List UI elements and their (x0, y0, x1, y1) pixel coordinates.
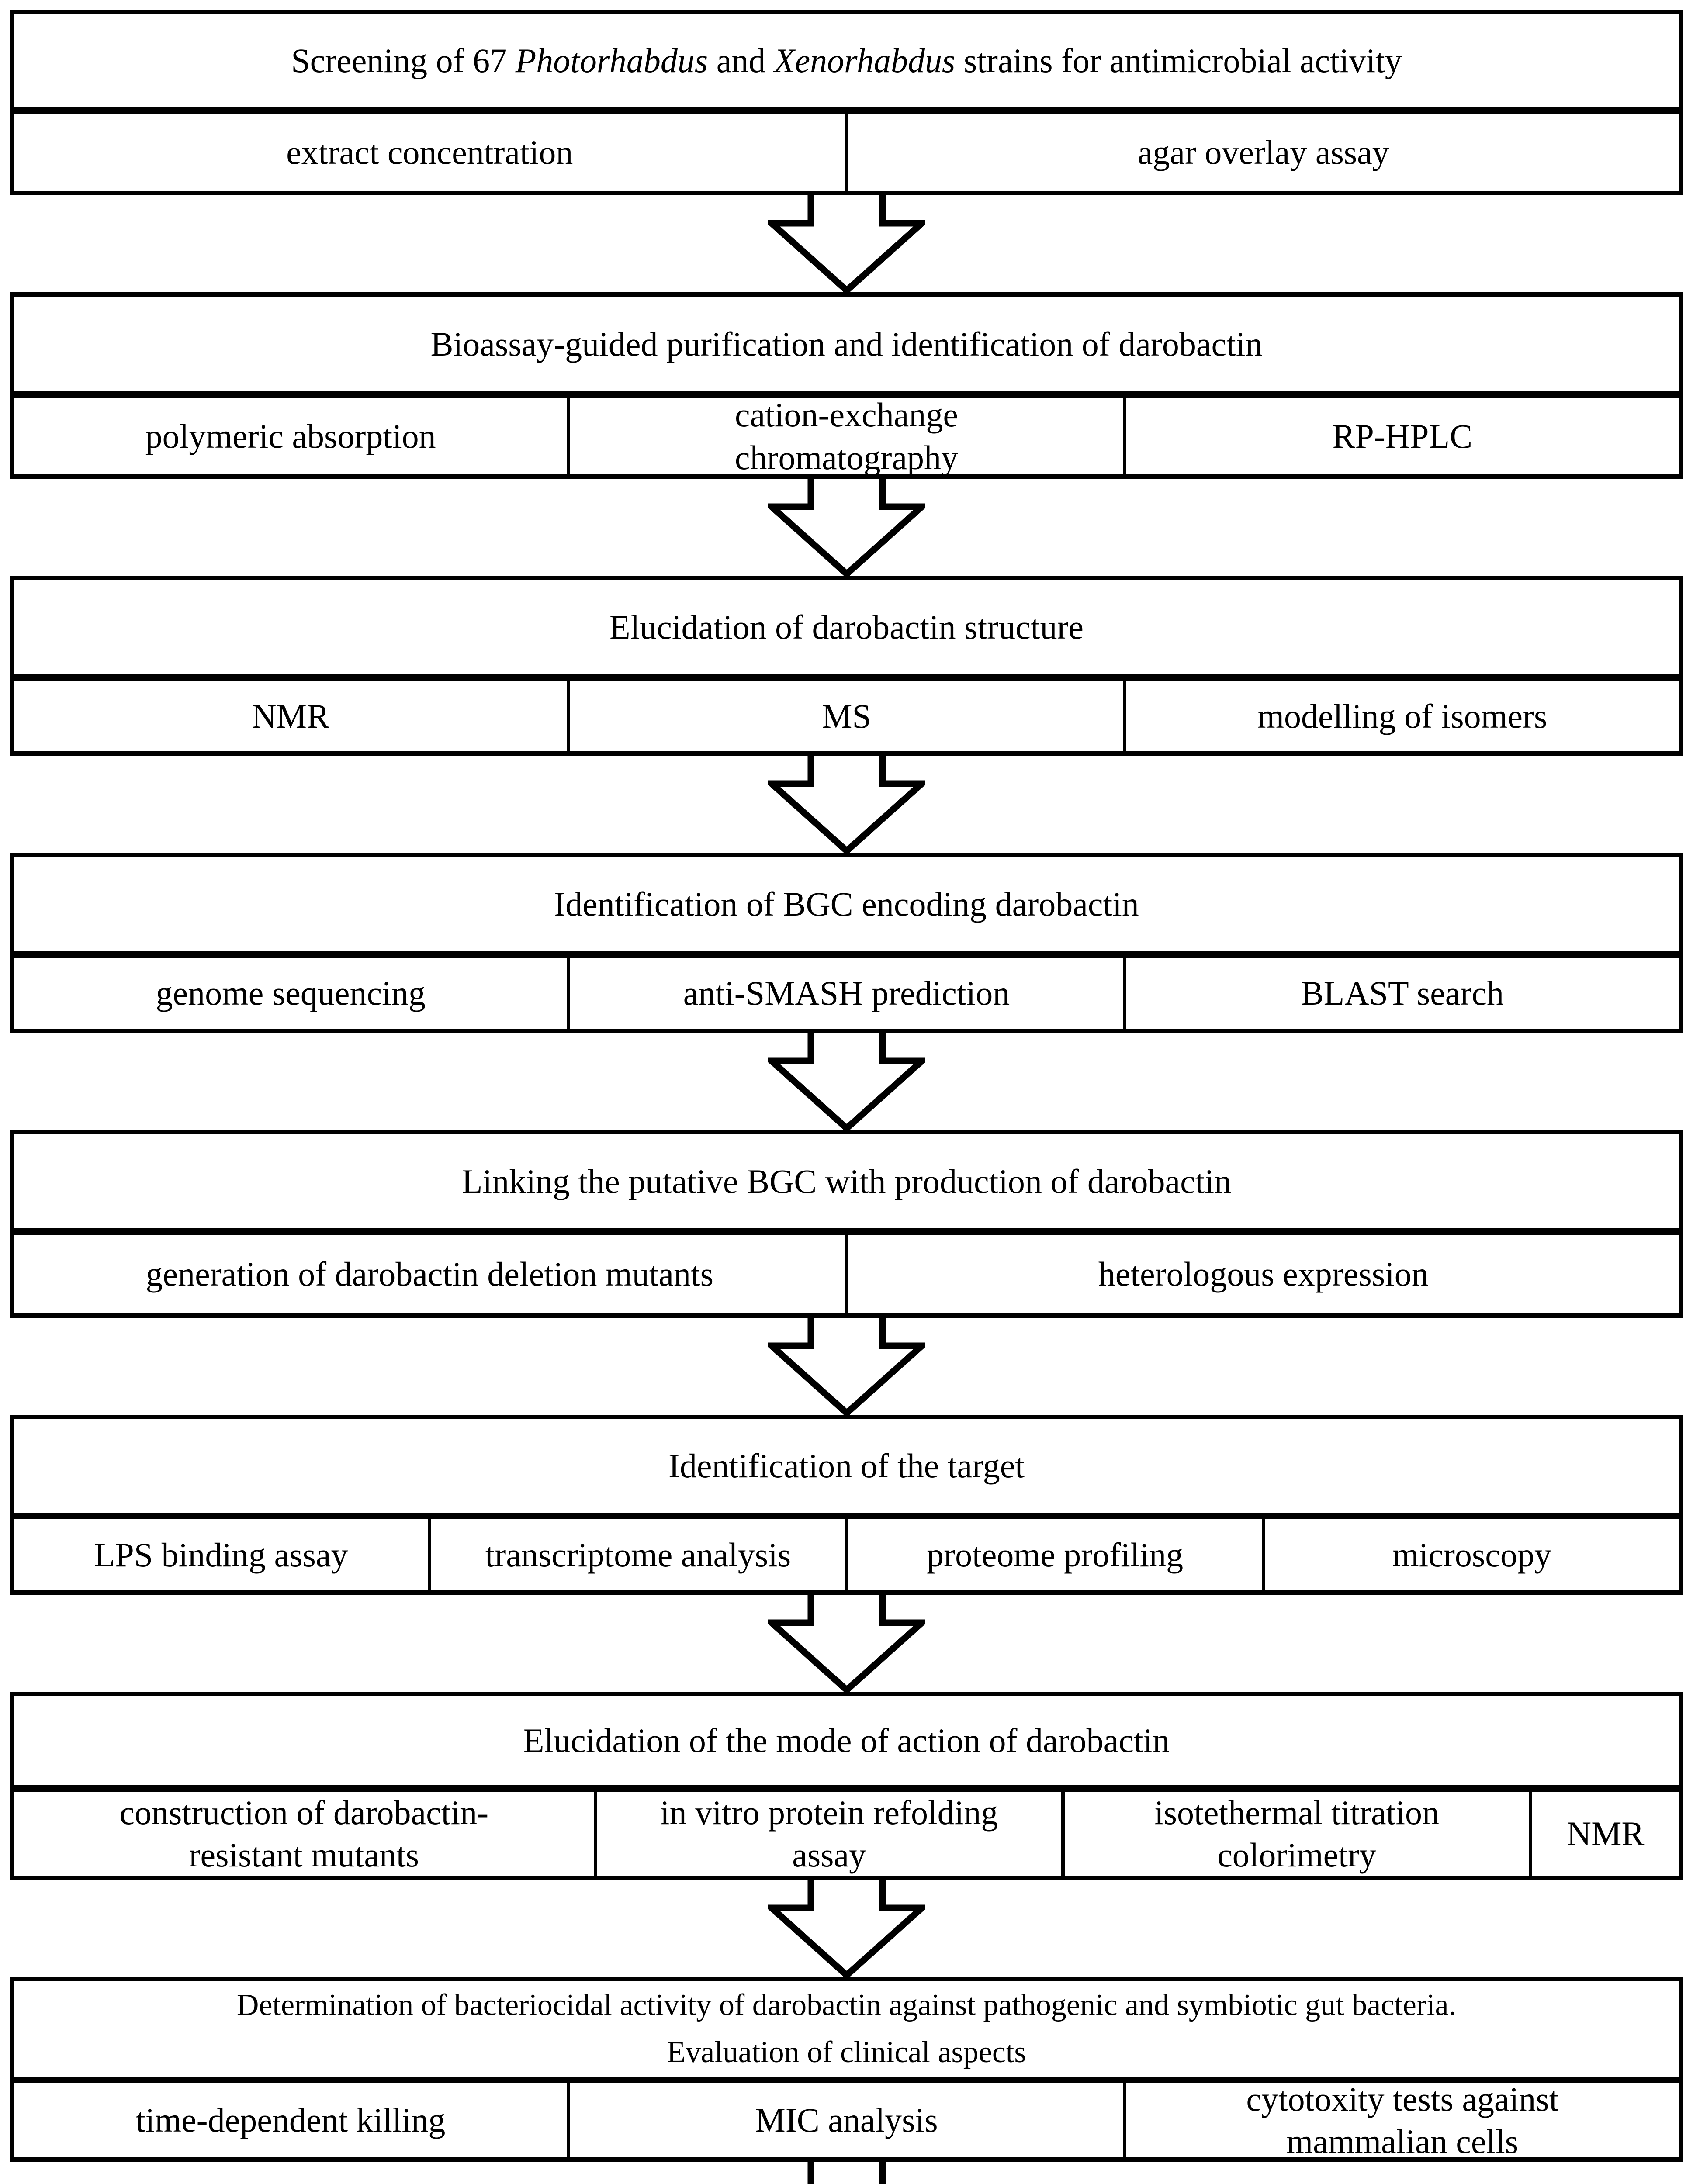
method-cell: genome sequencing (156, 974, 426, 1013)
block-arrow-down-icon (768, 1033, 925, 1132)
method-cell: polymeric absorption (145, 417, 436, 455)
flow-connector (10, 1595, 1683, 1693)
flow-connector (10, 1880, 1683, 1979)
stage-title-line2: Evaluation of clinical aspects (667, 2035, 1026, 2069)
stage-method-row: NMR MS modelling of isomers (14, 681, 1679, 751)
method-cell: agar overlay assay (845, 114, 1679, 191)
stage-title-text: Linking the putative BGC with production… (461, 1162, 1232, 1200)
stage-title: Elucidation of the mode of action of dar… (14, 1696, 1679, 1792)
method-cell: NMR (252, 697, 330, 735)
flow-connector (10, 479, 1683, 577)
method-cell: proteome profiling (845, 1519, 1262, 1590)
method-cell: cation-exchange chromatography (567, 396, 1122, 477)
flow-connector (10, 195, 1683, 294)
title-segment: and (708, 41, 774, 80)
method-cell: construction of darobactin- resistant mu… (119, 1793, 489, 1874)
stage-bgc-linking: Linking the putative BGC with production… (10, 1130, 1683, 1318)
method-cell: NMR (1529, 1792, 1679, 1876)
block-arrow-down-icon (807, 2162, 886, 2184)
method-cell: cytotoxity tests against mammalian cells (1122, 2080, 1679, 2160)
stage-target-identification: Identification of the target LPS binding… (10, 1415, 1683, 1595)
stage-purification: Bioassay-guided purification and identif… (10, 292, 1683, 479)
stage-method-row: genome sequencing anti-SMASH prediction … (14, 958, 1679, 1029)
method-cell: MS (567, 681, 1122, 751)
method-cell: time-dependent killing (136, 2101, 446, 2139)
stage-screening: Screening of 67 Photorhabdus and Xenorha… (10, 10, 1683, 195)
stage-method-row: generation of darobactin deletion mutant… (14, 1235, 1679, 1313)
stage-bactericidal-activity: Determination of bacteriocidal activity … (10, 1977, 1683, 2162)
stage-title-text: Identification of the target (668, 1447, 1025, 1485)
method-cell: extract concentration (286, 133, 573, 171)
method-cell: anti-SMASH prediction (567, 958, 1122, 1029)
stage-title-line1: Determination of bacteriocidal activity … (236, 1988, 1457, 2022)
stage-title-text: Bioassay-guided purification and identif… (430, 325, 1263, 363)
stage-method-row: LPS binding assay transcriptome analysis… (14, 1519, 1679, 1590)
stage-title: Identification of BGC encoding darobacti… (14, 857, 1679, 958)
method-cell: microscopy (1261, 1519, 1679, 1590)
stage-title-text: Elucidation of darobactin structure (609, 608, 1084, 646)
stage-method-row: extract concentration agar overlay assay (14, 114, 1679, 191)
stage-method-row: construction of darobactin- resistant mu… (14, 1792, 1679, 1876)
title-segment-italic-genus: Photorhabdus (515, 41, 708, 80)
block-arrow-down-icon (768, 479, 925, 577)
method-cell: MIC analysis (567, 2083, 1122, 2157)
method-cell: transcriptome analysis (428, 1519, 845, 1590)
flow-connector (10, 1318, 1683, 1417)
method-cell: modelling of isomers (1122, 681, 1679, 751)
stage-method-row: time-dependent killing MIC analysis cyto… (14, 2080, 1679, 2161)
stage-title: Linking the putative BGC with production… (14, 1134, 1679, 1235)
flow-connector (10, 1033, 1683, 1132)
stage-title-text: Screening of 67 Photorhabdus and Xenorha… (291, 38, 1402, 83)
flowchart: Screening of 67 Photorhabdus and Xenorha… (10, 10, 1683, 2184)
method-cell: isotethermal titration colorimetry (1061, 1792, 1529, 1876)
stage-title: Screening of 67 Photorhabdus and Xenorha… (14, 14, 1679, 114)
block-arrow-down-icon (768, 756, 925, 854)
stage-title-text: Elucidation of the mode of action of dar… (523, 1721, 1170, 1760)
method-cell: LPS binding assay (94, 1535, 348, 1574)
stage-mode-of-action: Elucidation of the mode of action of dar… (10, 1692, 1683, 1880)
stage-title: Bioassay-guided purification and identif… (14, 297, 1679, 398)
stage-title: Determination of bacteriocidal activity … (14, 1981, 1679, 2083)
stage-method-row: polymeric absorption cation-exchange chr… (14, 396, 1679, 477)
block-arrow-down-icon (768, 1595, 925, 1693)
block-arrow-down-icon (768, 1318, 925, 1417)
method-cell: BLAST search (1122, 958, 1679, 1029)
stage-structure-elucidation: Elucidation of darobactin structure NMR … (10, 576, 1683, 756)
stage-bgc-identification: Identification of BGC encoding darobacti… (10, 853, 1683, 1033)
stage-title: Identification of the target (14, 1419, 1679, 1519)
stage-title-text: Identification of BGC encoding darobacti… (554, 885, 1139, 923)
stage-title: Elucidation of darobactin structure (14, 580, 1679, 681)
method-cell: RP-HPLC (1122, 398, 1679, 474)
block-arrow-down-icon (768, 1880, 925, 1979)
method-cell: in vitro protein refolding assay (593, 1792, 1061, 1876)
block-arrow-down-icon (768, 195, 925, 294)
title-segment: Screening of 67 (291, 41, 516, 80)
method-cell: generation of darobactin deletion mutant… (145, 1255, 714, 1293)
method-cell: heterologous expression (845, 1235, 1679, 1313)
title-segment-italic-genus: Xenorhabdus (774, 41, 956, 80)
title-segment: strains for antimicrobial activity (955, 41, 1402, 80)
flow-connector (10, 2162, 1683, 2184)
flow-connector (10, 756, 1683, 854)
